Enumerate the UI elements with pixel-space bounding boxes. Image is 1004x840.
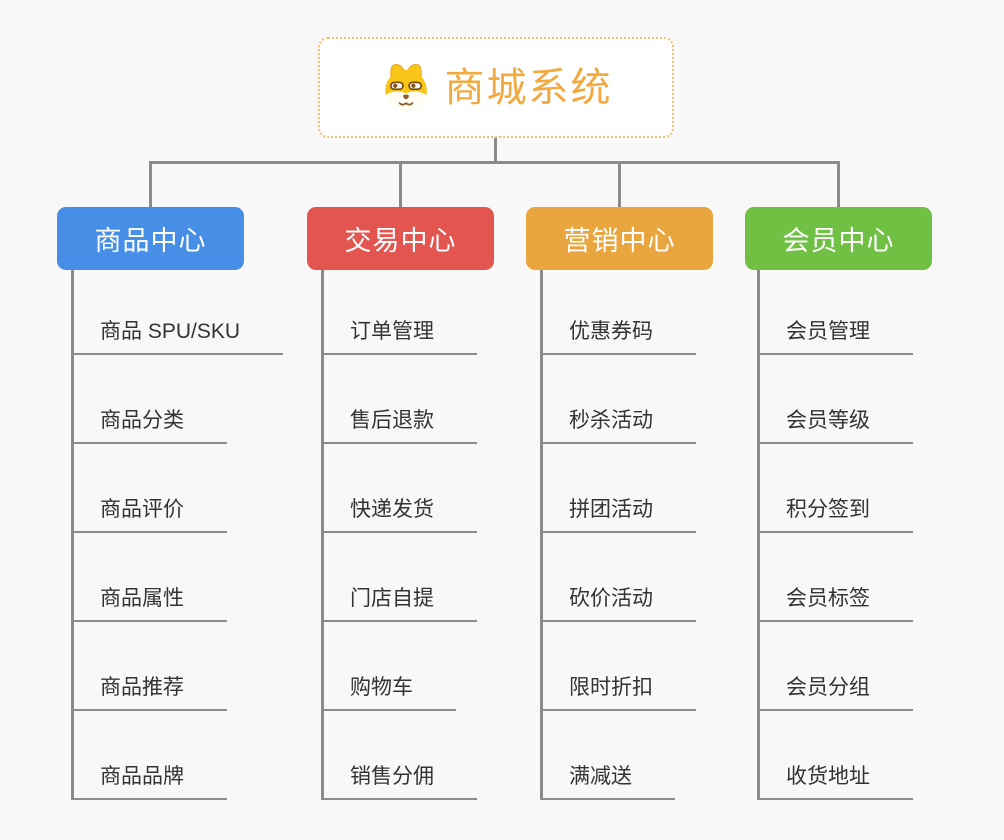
- root-title: 商城系统: [444, 65, 613, 110]
- node-item[interactable]: 会员等级: [760, 355, 913, 444]
- connector-stub-branch-1: [149, 161, 152, 207]
- node-item[interactable]: 会员分组: [760, 622, 913, 711]
- node-item[interactable]: 秒杀活动: [543, 355, 696, 444]
- node-item-label: 积分签到: [760, 497, 913, 533]
- node-item[interactable]: 商品评价: [74, 444, 283, 533]
- node-item-label: 商品品牌: [74, 764, 227, 800]
- node-item[interactable]: 会员标签: [760, 533, 913, 622]
- node-item[interactable]: 购物车: [324, 622, 477, 711]
- node-item[interactable]: 拼团活动: [543, 444, 696, 533]
- node-item-label: 售后退款: [324, 408, 477, 444]
- branch-header-trade[interactable]: 交易中心: [307, 207, 494, 270]
- node-item-label: 收货地址: [760, 764, 913, 800]
- root-node[interactable]: 商城系统: [318, 37, 674, 138]
- branch-header-member[interactable]: 会员中心: [745, 207, 932, 270]
- branch-header-product[interactable]: 商品中心: [57, 207, 244, 270]
- node-item[interactable]: 优惠券码: [543, 266, 696, 355]
- node-item-label: 商品推荐: [74, 675, 227, 711]
- branch-spine-member: [757, 270, 760, 800]
- node-item[interactable]: 商品品牌: [74, 711, 283, 800]
- connector-root-vertical: [494, 138, 497, 162]
- branch-items-marketing: 优惠券码 秒杀活动 拼团活动 砍价活动 限时折扣 满减送: [543, 266, 696, 800]
- node-item-label: 商品分类: [74, 408, 227, 444]
- node-item[interactable]: 满减送: [543, 711, 696, 800]
- node-item-label: 会员标签: [760, 586, 913, 622]
- node-item-label: 订单管理: [324, 319, 477, 355]
- node-item[interactable]: 收货地址: [760, 711, 913, 800]
- node-item[interactable]: 订单管理: [324, 266, 477, 355]
- branch-header-marketing[interactable]: 营销中心: [526, 207, 713, 270]
- node-item-label: 会员等级: [760, 408, 913, 444]
- node-item[interactable]: 商品分类: [74, 355, 283, 444]
- node-item[interactable]: 商品属性: [74, 533, 283, 622]
- branch-spine-product: [71, 270, 74, 800]
- node-item[interactable]: 砍价活动: [543, 533, 696, 622]
- node-item-label: 秒杀活动: [543, 408, 696, 444]
- node-item[interactable]: 积分签到: [760, 444, 913, 533]
- connector-stub-branch-2: [399, 161, 402, 207]
- node-item-label: 会员管理: [760, 319, 913, 355]
- node-item-label: 商品评价: [74, 497, 227, 533]
- node-item-label: 商品 SPU/SKU: [74, 319, 284, 355]
- branch-items-trade: 订单管理 售后退款 快递发货 门店自提 购物车 销售分佣: [324, 266, 477, 800]
- node-item-label: 会员分组: [760, 675, 913, 711]
- connector-stub-branch-4: [837, 161, 840, 207]
- node-item-label: 销售分佣: [324, 764, 477, 800]
- node-item-label: 限时折扣: [543, 675, 696, 711]
- node-item-label: 快递发货: [324, 497, 477, 533]
- node-item[interactable]: 商品推荐: [74, 622, 283, 711]
- node-item-label: 优惠券码: [543, 319, 696, 355]
- node-item[interactable]: 限时折扣: [543, 622, 696, 711]
- node-item[interactable]: 商品 SPU/SKU: [74, 266, 284, 355]
- node-item[interactable]: 快递发货: [324, 444, 477, 533]
- node-item[interactable]: 售后退款: [324, 355, 477, 444]
- node-item-label: 砍价活动: [543, 586, 696, 622]
- node-item[interactable]: 会员管理: [760, 266, 913, 355]
- branch-spine-marketing: [540, 270, 543, 800]
- node-item-label: 购物车: [324, 675, 456, 711]
- node-item[interactable]: 门店自提: [324, 533, 477, 622]
- branch-spine-trade: [321, 270, 324, 800]
- node-item-label: 商品属性: [74, 586, 227, 622]
- node-item[interactable]: 销售分佣: [324, 711, 477, 800]
- connector-horizontal-rail: [149, 161, 840, 164]
- node-item-label: 门店自提: [324, 586, 477, 622]
- shiba-dog-icon: [384, 63, 427, 111]
- connector-stub-branch-3: [618, 161, 621, 207]
- node-item-label: 拼团活动: [543, 497, 696, 533]
- node-item-label: 满减送: [543, 764, 675, 800]
- branch-items-product: 商品 SPU/SKU 商品分类 商品评价 商品属性 商品推荐 商品品牌: [74, 266, 284, 800]
- branch-items-member: 会员管理 会员等级 积分签到 会员标签 会员分组 收货地址: [760, 266, 913, 800]
